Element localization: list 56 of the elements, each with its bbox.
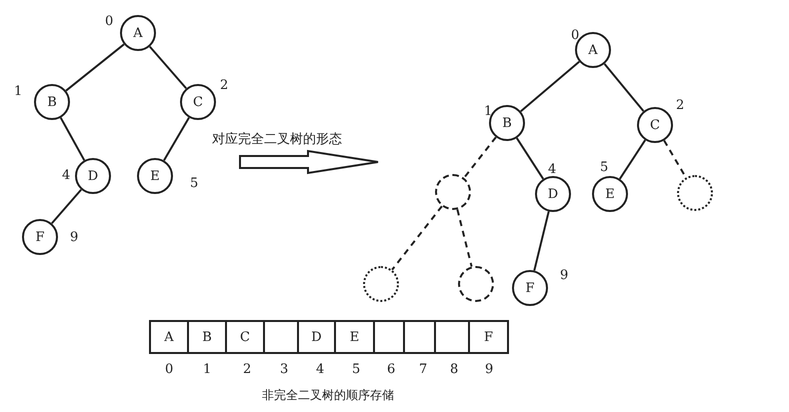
index-number: 7 [419, 362, 428, 377]
tree-node: F [512, 270, 548, 306]
empty-node [458, 266, 494, 302]
caption: 非完全二叉树的顺序存储 [262, 388, 394, 403]
empty-node [435, 174, 471, 210]
tree-node: D [535, 176, 571, 212]
array-cell: F [468, 320, 509, 354]
dashed-edge [391, 206, 443, 270]
index-number: 9 [70, 230, 78, 245]
index-number: 1 [14, 84, 22, 99]
index-number: 4 [62, 168, 70, 183]
index-number: 1 [203, 362, 212, 377]
tree-node: C [637, 107, 673, 143]
tree-edge [604, 63, 644, 112]
index-number: 9 [560, 268, 568, 283]
tree-edge [618, 140, 646, 180]
dashed-edge [456, 209, 473, 267]
tree-edge [60, 117, 86, 161]
index-number: 2 [220, 78, 228, 93]
tree-edge [149, 46, 187, 90]
array-cell: D [297, 320, 336, 354]
index-number: 0 [165, 362, 174, 377]
index-number: 4 [316, 362, 324, 377]
tree-node: B [34, 84, 70, 120]
tree-node: F [22, 219, 58, 255]
index-number: 3 [280, 362, 288, 377]
dashed-edge [463, 136, 497, 178]
tree-node: E [137, 158, 173, 194]
tree-node: E [592, 176, 628, 212]
index-number: 6 [387, 362, 396, 377]
tree-node: D [75, 158, 111, 194]
index-number: 2 [676, 98, 684, 113]
empty-node [363, 266, 399, 302]
index-number: 2 [243, 362, 252, 377]
tree-edge [516, 138, 544, 180]
empty-node [677, 175, 713, 211]
tree-edge [533, 211, 550, 271]
tree-edge [65, 44, 125, 92]
array-cell: A [149, 320, 189, 354]
index-number: 9 [485, 362, 494, 377]
index-number: 0 [105, 14, 114, 29]
index-number: 5 [600, 160, 608, 175]
tree-node: B [489, 105, 525, 141]
tree-edge [520, 60, 580, 112]
index-number: 5 [190, 176, 198, 191]
tree-edge [163, 117, 190, 161]
index-number: 8 [450, 362, 458, 377]
tree-edge [51, 188, 82, 224]
array-cell: C [225, 320, 265, 354]
array-cell: E [334, 320, 375, 354]
index-number: 5 [352, 362, 360, 377]
index-number: 4 [548, 162, 556, 177]
tree-node: A [120, 15, 156, 51]
tree-node: C [180, 84, 216, 120]
arrow-label: 对应完全二叉树的形态 [212, 132, 342, 147]
array-cell: B [187, 320, 227, 354]
